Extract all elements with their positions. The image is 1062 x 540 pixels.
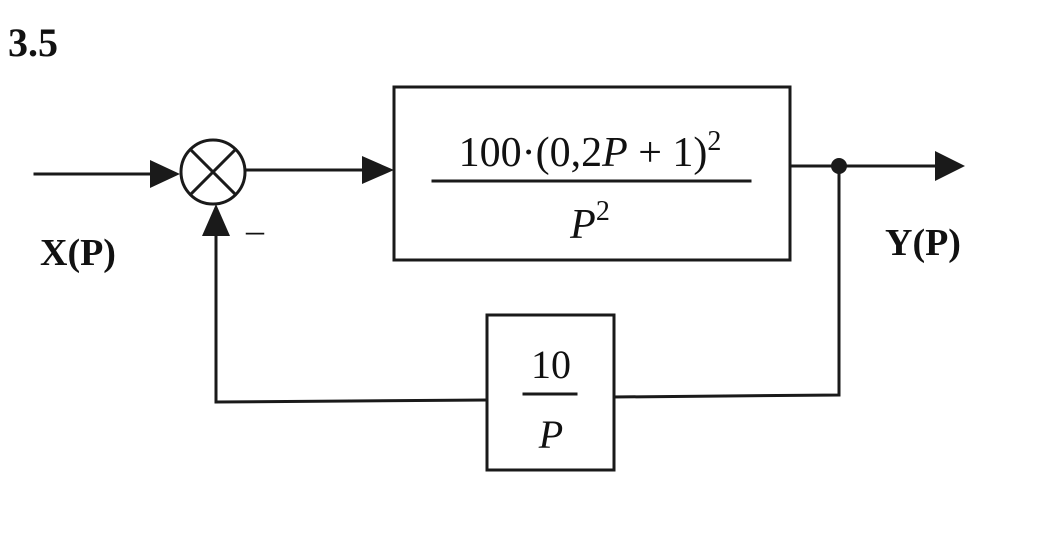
output-label: Y(P) [885, 222, 961, 264]
forward-block-frame [392, 85, 792, 262]
input-label: X(P) [40, 232, 116, 274]
forward-transfer-block: 100·(0,2P + 1)2 P2 [392, 85, 792, 262]
feedback-numerator: 10 [531, 342, 571, 387]
feedback-arrowhead [202, 204, 230, 236]
feedback-denominator: P [538, 412, 563, 457]
feedback-transfer-block: 10 P [485, 313, 616, 472]
feedback-path-left [214, 226, 489, 404]
forward-numerator: 100·(0,2P + 1)2 [459, 126, 722, 176]
input-arrowhead [150, 160, 180, 188]
output-arrowhead [935, 151, 965, 181]
summing-cross-line-b [188, 147, 238, 197]
forward-arrowhead [362, 156, 394, 184]
problem-number: 3.5 [8, 20, 58, 65]
feedback-minus-sign: – [245, 210, 265, 250]
feedback-path-right [612, 164, 841, 399]
forward-denominator: P2 [569, 196, 610, 248]
summing-junction [179, 138, 247, 206]
